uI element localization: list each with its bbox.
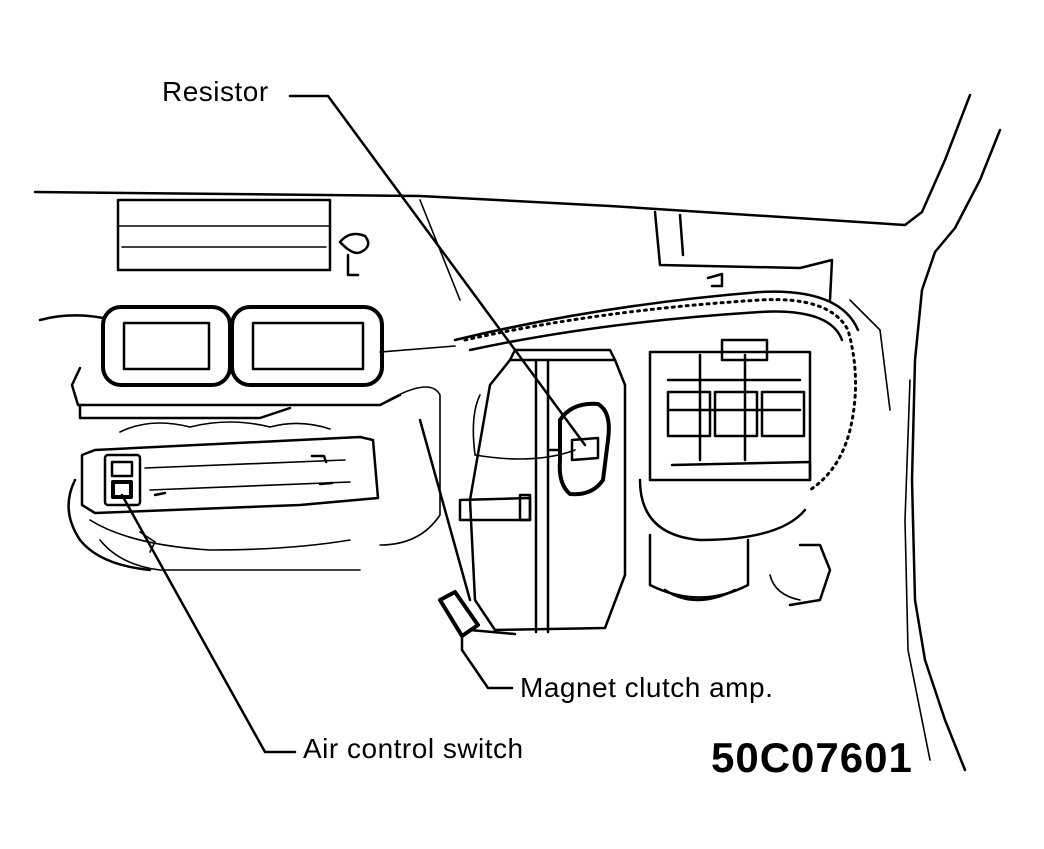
body-pillar-outline [903,93,1002,772]
lower-frame [418,299,891,602]
resistor-label: Resistor [162,76,269,107]
dashboard-top-edge [33,190,907,301]
air-control-switch-label: Air control switch [303,733,524,764]
wiring-harness [379,290,860,492]
control-panel [67,386,441,572]
blower-housing [458,348,627,634]
magnet-clutch-amp-label: Magnet clutch amp. [520,672,774,703]
heater-unit [638,210,834,607]
figure-code: 50C07601 [711,734,913,781]
upper-left-duct [116,198,370,277]
leader-lines [120,94,587,754]
magnet-clutch-amp [438,590,517,638]
center-vents [38,305,402,420]
